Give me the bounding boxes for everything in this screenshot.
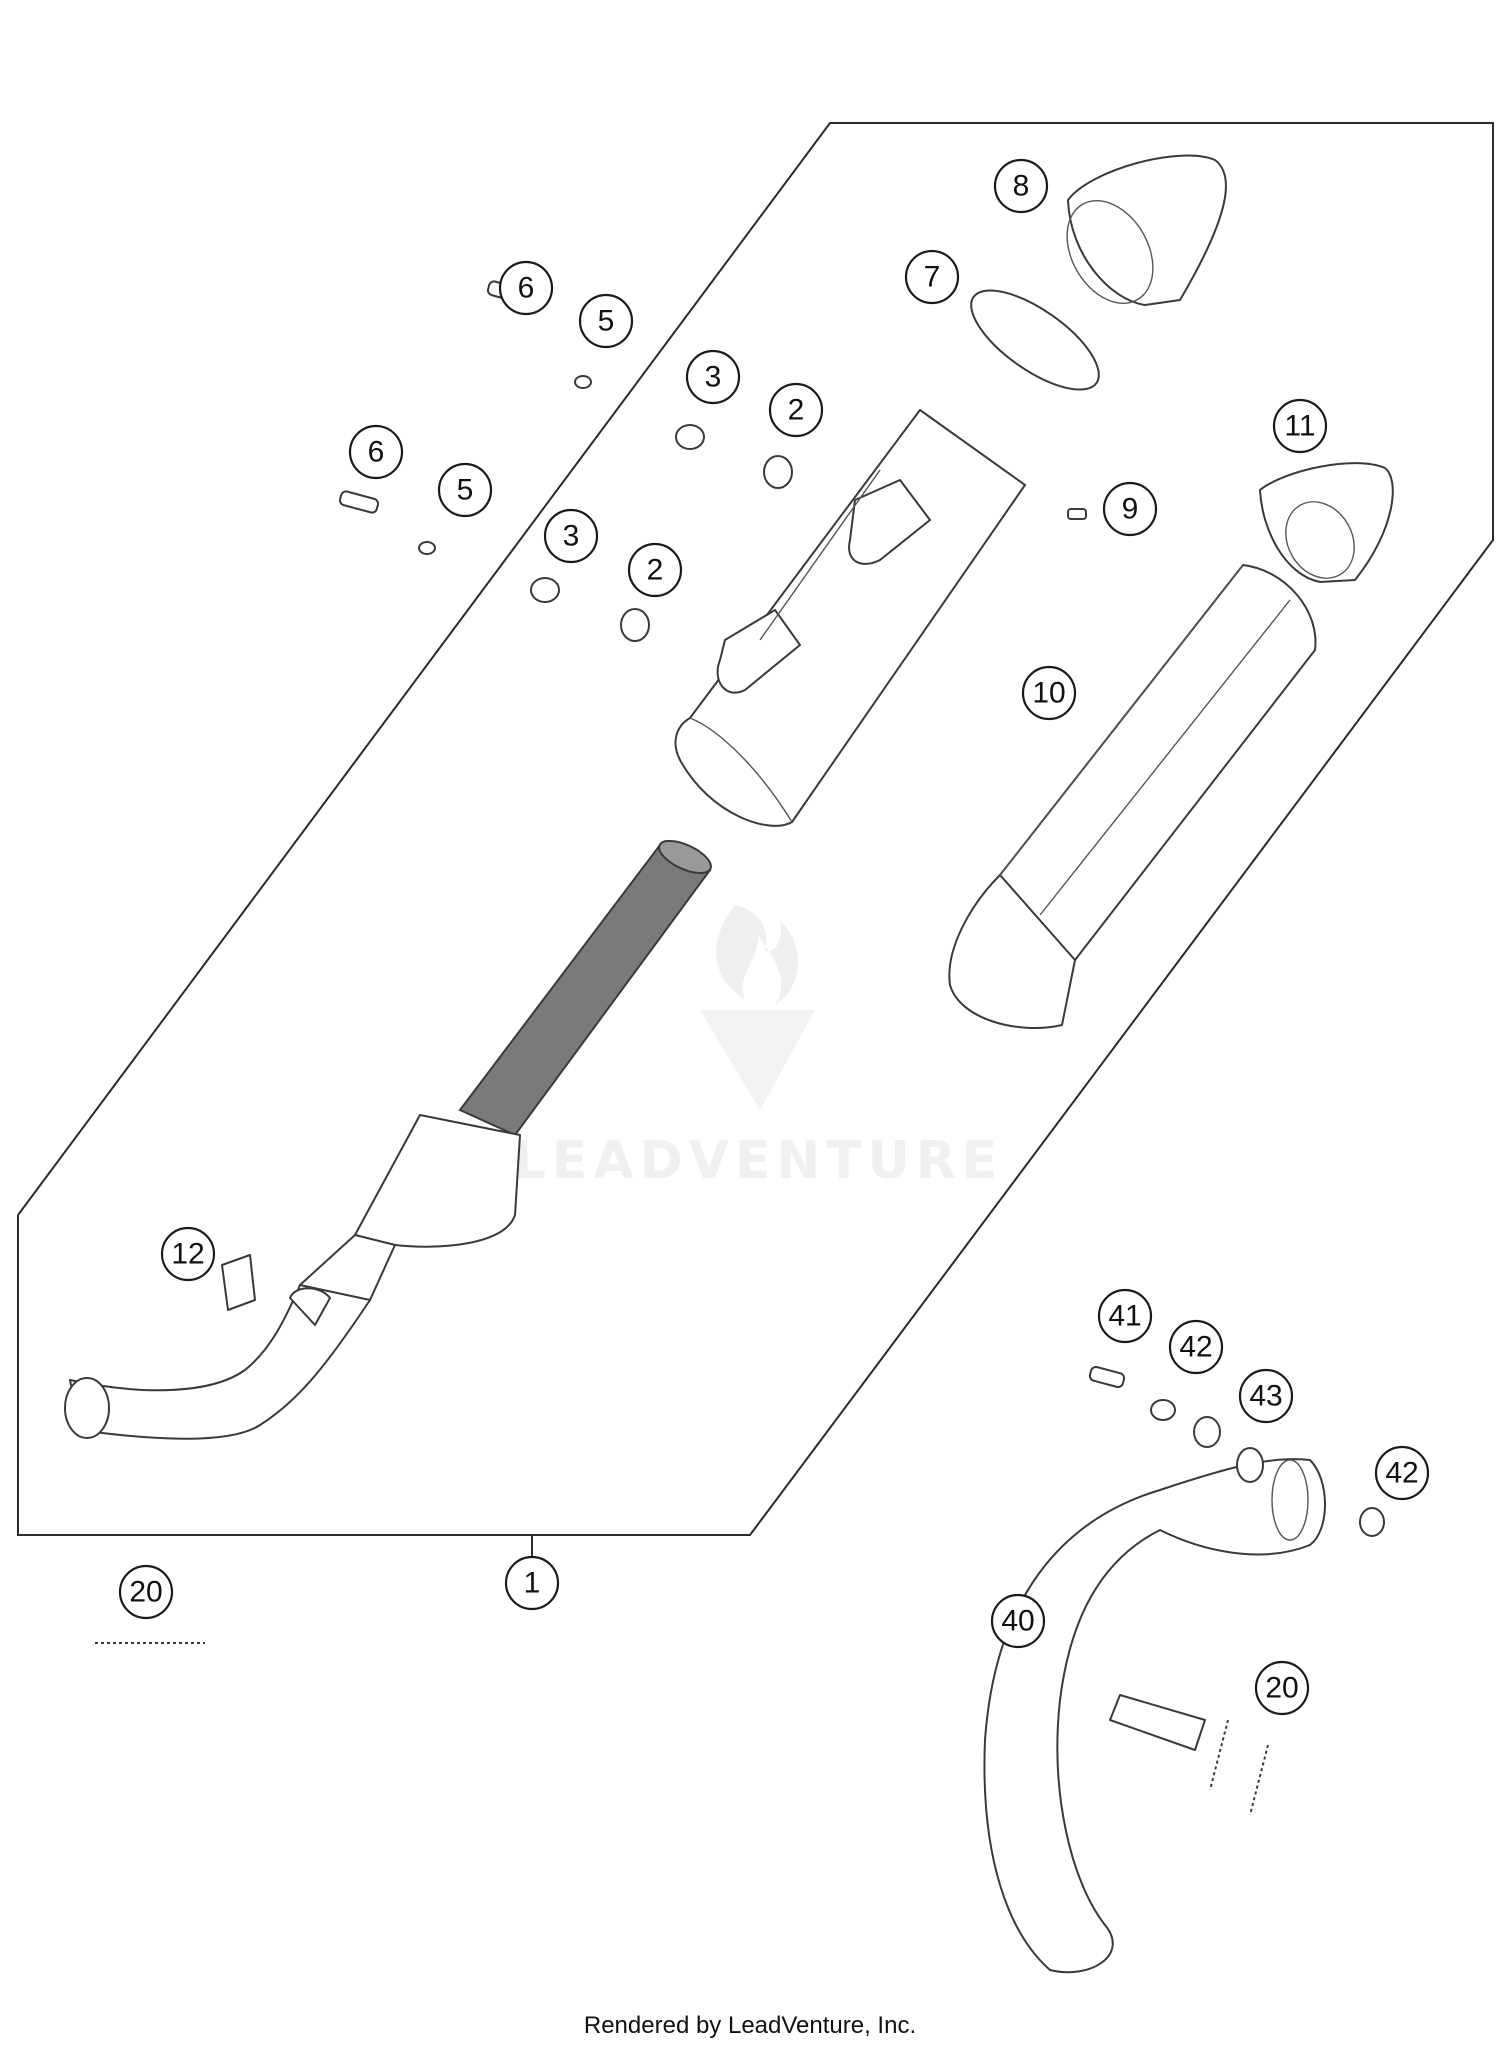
callout-6-lower: 6 <box>348 424 404 480</box>
expansion-chamber-40 <box>983 1365 1385 1974</box>
clamp-12 <box>221 1254 256 1311</box>
end-cap-11 <box>1259 462 1394 583</box>
callout-12: 12 <box>160 1226 216 1282</box>
washer-5-lower <box>418 541 436 555</box>
svg-text:10: 10 <box>1032 677 1065 710</box>
muffler-inner-body <box>674 409 1026 827</box>
callout-20-left: 20 <box>118 1564 174 1620</box>
callout-3-upper: 3 <box>685 349 741 405</box>
svg-text:2: 2 <box>788 394 805 427</box>
washer-42-right <box>1359 1507 1385 1537</box>
svg-text:5: 5 <box>598 305 615 338</box>
end-cap-8 <box>1066 154 1227 306</box>
svg-text:1: 1 <box>524 1567 541 1600</box>
svg-text:9: 9 <box>1122 493 1139 526</box>
svg-text:20: 20 <box>129 1576 162 1609</box>
svg-text:3: 3 <box>705 361 722 394</box>
watermark-text: LEADVENTURE <box>513 1131 1004 1191</box>
svg-text:20: 20 <box>1265 1672 1298 1705</box>
callout-42-right: 42 <box>1374 1445 1430 1501</box>
footer-credit: Rendered by LeadVenture, Inc. <box>583 2012 917 2039</box>
bolt-6-lower <box>338 490 380 514</box>
callout-42-top: 42 <box>1168 1319 1224 1375</box>
callout-6-upper: 6 <box>498 260 554 316</box>
callout-10: 10 <box>1021 665 1077 721</box>
svg-text:8: 8 <box>1013 170 1030 203</box>
callout-3-lower: 3 <box>543 508 599 564</box>
callout-8: 8 <box>993 158 1049 214</box>
muffler-sleeve <box>948 564 1317 1029</box>
grommet-2-upper <box>763 455 793 489</box>
spring-20-right-a <box>1209 1719 1229 1791</box>
callout-41: 41 <box>1097 1288 1153 1344</box>
grommet-2-lower <box>620 608 650 642</box>
washer-42-top <box>1150 1399 1176 1421</box>
svg-text:43: 43 <box>1249 1380 1282 1413</box>
callout-1: 1 <box>504 1555 560 1611</box>
grommet-43 <box>1193 1416 1221 1448</box>
svg-text:41: 41 <box>1108 1300 1141 1333</box>
svg-text:42: 42 <box>1179 1331 1212 1364</box>
spring-20-right-b <box>1249 1744 1269 1816</box>
svg-text:3: 3 <box>563 520 580 553</box>
callouts: 1 2 2 3 3 5 5 6 6 7 8 9 10 11 12 20 20 4… <box>118 158 1430 1716</box>
perforated-tube <box>458 839 712 1137</box>
callout-40: 40 <box>990 1593 1046 1649</box>
callout-2-lower: 2 <box>627 542 683 598</box>
leadventure-watermark: LEADVENTURE <box>513 905 1004 1191</box>
screw-9 <box>1067 508 1087 520</box>
callout-9: 9 <box>1102 481 1158 537</box>
callout-43: 43 <box>1238 1368 1294 1424</box>
svg-text:42: 42 <box>1385 1457 1418 1490</box>
springs <box>95 1642 1269 1816</box>
svg-text:2: 2 <box>647 554 664 587</box>
svg-text:40: 40 <box>1001 1605 1034 1638</box>
bolt-41 <box>1088 1365 1126 1389</box>
svg-text:5: 5 <box>457 474 474 507</box>
gasket-7 <box>970 289 1100 391</box>
callout-20-right: 20 <box>1254 1660 1310 1716</box>
svg-text:11: 11 <box>1284 410 1315 443</box>
callout-7: 7 <box>904 249 960 305</box>
washer-3-upper <box>675 424 705 450</box>
svg-text:6: 6 <box>518 272 535 305</box>
mount-tab <box>1236 1447 1264 1483</box>
callout-5-lower: 5 <box>437 462 493 518</box>
svg-text:12: 12 <box>171 1238 204 1271</box>
exhaust-kit-outline <box>17 122 1494 1560</box>
header-pipe <box>64 1114 521 1440</box>
callout-2-upper: 2 <box>768 382 824 438</box>
callout-5-upper: 5 <box>578 293 634 349</box>
washer-5-upper <box>574 375 592 389</box>
washer-3-lower <box>530 577 560 603</box>
svg-text:7: 7 <box>924 261 941 294</box>
svg-text:6: 6 <box>368 436 385 469</box>
callout-11: 11 <box>1272 398 1328 454</box>
